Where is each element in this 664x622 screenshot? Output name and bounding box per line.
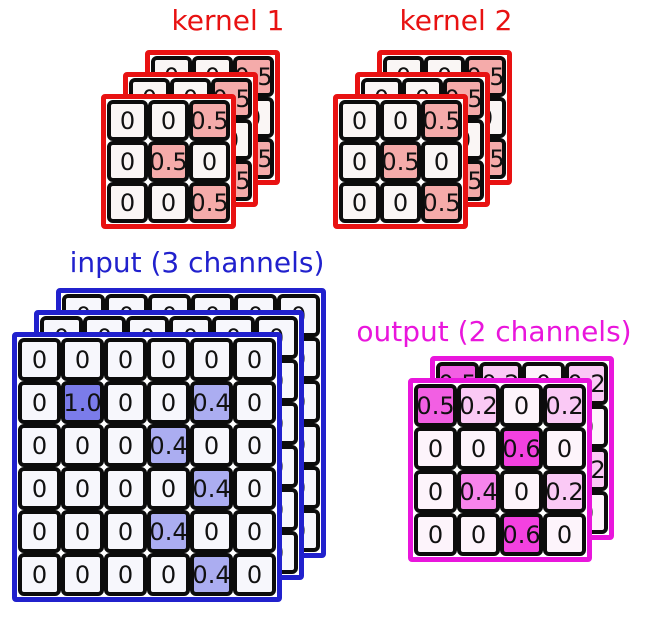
matrix-cell: 0 — [18, 338, 61, 381]
matrix-cell: 0.4 — [147, 510, 190, 553]
output-title: output (2 channels) — [356, 315, 632, 348]
matrix-cell: 0 — [61, 467, 104, 510]
matrix-cell: 0 — [380, 100, 421, 141]
matrix-cell: 0 — [421, 141, 462, 182]
matrix-cell: 0 — [414, 513, 457, 556]
matrix-cell: 0 — [147, 381, 190, 424]
matrix-cell: 0 — [104, 553, 147, 596]
matrix-cell: 0 — [414, 470, 457, 513]
matrix-cell: 0 — [190, 510, 233, 553]
matrix-cell: 0 — [18, 467, 61, 510]
matrix-cell: 0.2 — [457, 384, 500, 427]
matrix-cell: 0 — [18, 424, 61, 467]
matrix-cell: 0 — [339, 141, 380, 182]
matrix-cell: 0 — [104, 381, 147, 424]
matrix-cell: 0.4 — [147, 424, 190, 467]
matrix-cell: 0.2 — [543, 384, 586, 427]
matrix-cell: 0 — [233, 424, 276, 467]
matrix-cell: 0 — [107, 182, 148, 223]
matrix-cell: 1.0 — [61, 381, 104, 424]
matrix-cell: 0 — [107, 100, 148, 141]
kernel2-title: kernel 2 — [399, 4, 513, 37]
matrix-cell: 0 — [18, 381, 61, 424]
matrix-cell: 0 — [500, 470, 543, 513]
matrix-cell: 0 — [233, 467, 276, 510]
matrix-cell: 0 — [61, 553, 104, 596]
matrix-cell: 0 — [104, 424, 147, 467]
matrix-cell: 0.5 — [421, 100, 462, 141]
matrix-cell: 0 — [380, 182, 421, 223]
matrix-cell: 0.5 — [380, 141, 421, 182]
matrix-cell: 0 — [18, 510, 61, 553]
matrix-cell: 0 — [457, 427, 500, 470]
matrix-cell: 0 — [190, 338, 233, 381]
matrix-cell: 0 — [190, 424, 233, 467]
matrix-cell: 0 — [61, 510, 104, 553]
matrix-cell: 0 — [233, 381, 276, 424]
matrix-cell: 0 — [457, 513, 500, 556]
matrix-cell: 0 — [61, 338, 104, 381]
matrix-cell: 0.5 — [148, 141, 189, 182]
matrix-cell: 0.5 — [421, 182, 462, 223]
matrix-cell: 0 — [414, 427, 457, 470]
matrix-cell: 0 — [18, 553, 61, 596]
matrix-cell: 0 — [148, 100, 189, 141]
matrix-cell: 0 — [339, 182, 380, 223]
kernel1-title: kernel 1 — [171, 4, 285, 37]
matrix-cell: 0 — [339, 100, 380, 141]
matrix-cell: 0.5 — [414, 384, 457, 427]
matrix-cell: 0.4 — [190, 553, 233, 596]
matrix-cell: 0.2 — [543, 470, 586, 513]
matrix-cell: 0 — [189, 141, 230, 182]
matrix-cell: 0 — [147, 553, 190, 596]
matrix-cell: 0.4 — [457, 470, 500, 513]
matrix-cell: 0 — [233, 338, 276, 381]
matrix-cell: 0 — [104, 338, 147, 381]
matrix-cell: 0.5 — [189, 182, 230, 223]
matrix-cell: 0.6 — [500, 513, 543, 556]
matrix-cell: 0 — [147, 338, 190, 381]
matrix-cell: 0 — [233, 553, 276, 596]
matrix-cell: 0 — [233, 510, 276, 553]
matrix-cell: 0 — [543, 427, 586, 470]
matrix-cell: 0.5 — [189, 100, 230, 141]
input-title: input (3 channels) — [69, 246, 325, 279]
matrix-cell: 0 — [107, 141, 148, 182]
matrix-cell: 0 — [104, 467, 147, 510]
matrix-cell: 0 — [104, 510, 147, 553]
matrix-cell: 0.4 — [190, 381, 233, 424]
matrix-cell: 0.6 — [500, 427, 543, 470]
matrix-cell: 0 — [543, 513, 586, 556]
matrix-cell: 0 — [500, 384, 543, 427]
matrix-cell: 0 — [147, 467, 190, 510]
matrix-cell: 0 — [148, 182, 189, 223]
matrix-cell: 0.4 — [190, 467, 233, 510]
matrix-cell: 0 — [61, 424, 104, 467]
